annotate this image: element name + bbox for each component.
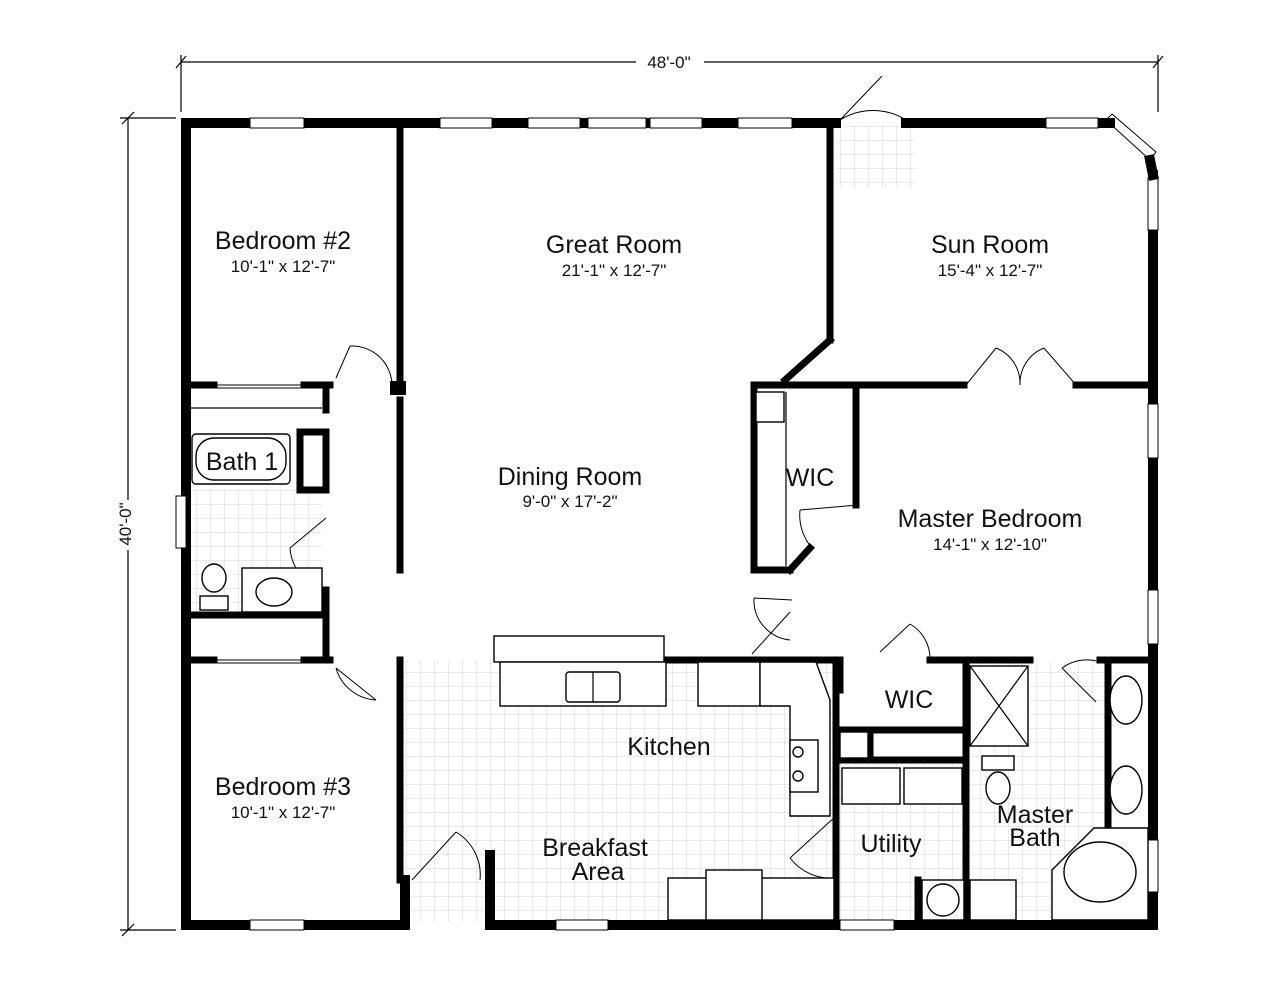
- master-wic-label: WIC: [786, 464, 835, 492]
- windows: [175, 113, 1159, 931]
- room-labels: Bedroom #2 10'-1" x 12'-7" Great Room 21…: [206, 227, 1083, 886]
- doors: [216, 75, 1101, 881]
- master-bath-label-line1: Master: [997, 801, 1073, 829]
- master-bedroom-size: 14'-1" x 12'-10": [933, 535, 1047, 554]
- dimension-depth-label: 40'-0": [116, 502, 135, 545]
- utility-wic-label: WIC: [885, 686, 934, 714]
- sun-room-size: 15'-4" x 12'-7": [938, 261, 1043, 280]
- breakfast-label-line1: Breakfast: [542, 834, 648, 862]
- dining-room-label: Dining Room: [498, 463, 643, 491]
- master-bath-label-line2: Bath: [1009, 824, 1060, 852]
- breakfast-label-line2: Area: [572, 858, 625, 886]
- sun-room-label: Sun Room: [931, 231, 1049, 259]
- bedroom3-label: Bedroom #3: [215, 773, 351, 801]
- master-bedroom-label: Master Bedroom: [898, 505, 1083, 533]
- bedroom3-size: 10'-1" x 12'-7": [231, 803, 336, 822]
- dining-room-size: 9'-0" x 17'-2": [522, 492, 617, 511]
- bedroom2-label: Bedroom #2: [215, 227, 351, 255]
- dimension-width-label: 48'-0": [647, 53, 690, 72]
- fixtures: [190, 391, 1149, 921]
- utility-label: Utility: [860, 830, 922, 858]
- great-room-label: Great Room: [546, 231, 682, 259]
- bedroom2-size: 10'-1" x 12'-7": [231, 257, 336, 276]
- kitchen-label: Kitchen: [627, 733, 710, 761]
- great-room-size: 21'-1" x 12'-7": [562, 261, 667, 280]
- bath1-label: Bath 1: [206, 448, 278, 476]
- interior-walls: [186, 124, 1154, 929]
